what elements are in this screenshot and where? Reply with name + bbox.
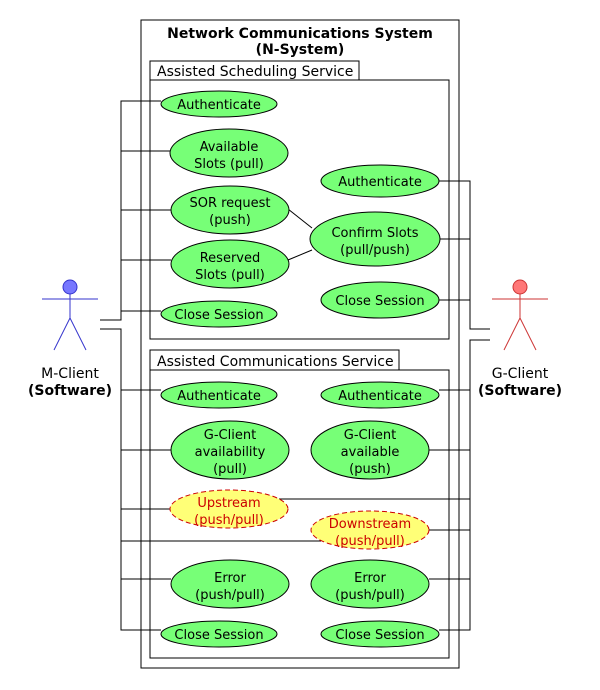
svg-text:Upstream: Upstream [197,496,260,511]
usecase-schedule-authenticate-m[interactable]: Authenticate [160,90,278,118]
svg-text:Error: Error [214,571,246,586]
m-client-actor-icon [42,279,98,351]
usecase-comm-authenticate-g[interactable]: Authenticate [320,381,440,409]
svg-text:G-Client: G-Client [204,428,256,443]
system-title-line2: (N-System) [256,42,345,58]
usecase-gclient-availability-pull[interactable]: G-Client availability (pull) [170,420,290,480]
svg-text:Reserved: Reserved [200,251,261,266]
svg-text:Close Session: Close Session [174,308,263,323]
usecase-upstream[interactable]: Upstream (push/pull) [169,489,289,529]
svg-text:Downstream: Downstream [329,517,411,532]
usecase-reserved-slots[interactable]: Reserved Slots (pull) [170,239,290,289]
system-title-line1: Network Communications System [167,26,433,42]
svg-text:availability: availability [195,445,266,460]
svg-text:Available: Available [200,140,259,155]
usecase-schedule-close-session-g[interactable]: Close Session [320,281,440,319]
svg-text:SOR request: SOR request [189,196,270,211]
usecase-schedule-close-session-m[interactable]: Close Session [160,300,278,328]
svg-text:Close Session: Close Session [174,628,263,643]
svg-text:Error: Error [354,571,386,586]
svg-text:(push/pull): (push/pull) [195,588,265,603]
svg-text:Authenticate: Authenticate [338,389,422,404]
svg-text:Authenticate: Authenticate [177,389,261,404]
g-client-type: (Software) [478,383,562,399]
usecase-gclient-available-push[interactable]: G-Client available (push) [310,420,430,480]
usecase-comm-close-session-m[interactable]: Close Session [160,620,278,648]
g-client-name: G-Client [492,366,549,382]
svg-text:(push): (push) [349,462,391,477]
usecase-comm-authenticate-m[interactable]: Authenticate [160,381,278,409]
package-scheduling-tab [149,60,360,80]
usecase-schedule-authenticate-g[interactable]: Authenticate [320,164,440,198]
package-communications-frame [149,369,450,659]
reserved-to-confirm-link [287,249,313,261]
svg-text:(push/pull): (push/pull) [335,588,405,603]
package-scheduling-label: Assisted Scheduling Service [157,64,353,80]
m-client-connectors [100,100,321,631]
usecase-downstream[interactable]: Downstream (push/pull) [310,510,430,550]
sor-to-confirm-link [287,208,313,229]
svg-text:Confirm Slots: Confirm Slots [331,226,418,241]
m-client-name: M-Client [41,366,99,382]
svg-text:(push/pull): (push/pull) [194,513,264,528]
svg-text:(pull/push): (pull/push) [340,243,410,258]
svg-text:Close Session: Close Session [335,628,424,643]
usecase-confirm-slots[interactable]: Confirm Slots (pull/push) [309,211,441,267]
m-client-type: (Software) [28,383,112,399]
g-client-actor-icon [492,279,548,351]
usecase-comm-error-m[interactable]: Error (push/pull) [170,559,290,609]
usecase-available-slots[interactable]: Available Slots (pull) [169,128,289,178]
svg-text:Slots (pull): Slots (pull) [195,268,265,283]
system-boundary [140,19,460,669]
svg-text:(pull): (pull) [213,462,247,477]
usecase-sor-request[interactable]: SOR request (push) [170,185,290,235]
svg-text:Slots (pull): Slots (pull) [194,157,264,172]
package-communications-tab [149,349,400,370]
svg-text:(push): (push) [209,213,251,228]
svg-text:Close Session: Close Session [335,294,424,309]
svg-text:Authenticate: Authenticate [177,98,261,113]
svg-text:G-Client: G-Client [344,428,396,443]
g-client-connectors [279,180,490,631]
svg-text:Authenticate: Authenticate [338,175,422,190]
package-communications-label: Assisted Communications Service [157,354,394,370]
svg-text:available: available [341,445,400,460]
usecase-comm-close-session-g[interactable]: Close Session [320,620,440,648]
usecase-comm-error-g[interactable]: Error (push/pull) [310,559,430,609]
svg-text:(push/pull): (push/pull) [335,534,405,549]
